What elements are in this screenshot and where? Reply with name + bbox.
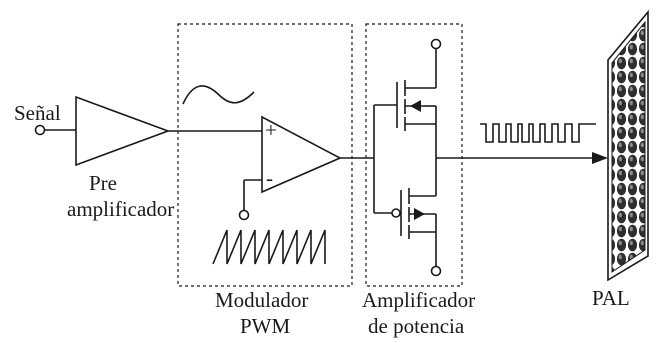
input-terminal: [34, 124, 46, 136]
sine-wave-icon: [182, 85, 255, 105]
lower-supply-terminal: [430, 265, 442, 277]
power-amp-label-line1: Amplificador: [362, 288, 475, 312]
sawtooth-wave-icon: [212, 229, 326, 265]
pwm-pulse-train-icon: [480, 123, 596, 143]
comparator-triangle: [261, 115, 342, 194]
preamplifier-triangle: [75, 95, 171, 167]
lower-mosfet: [391, 158, 437, 266]
comparator-plus-sign: +: [265, 118, 277, 142]
comparator-minus-sign: -: [266, 166, 273, 190]
carrier-input-terminal: [238, 209, 250, 221]
modulator-box: [177, 23, 353, 287]
upper-supply-terminal: [430, 38, 442, 50]
speaker-panel-icon: [607, 9, 649, 282]
speaker-label: PAL: [592, 286, 630, 310]
output-arrow-icon: [592, 152, 608, 164]
preamp-label-line2: amplificador: [67, 197, 174, 221]
preamp-label-line1: Pre: [89, 171, 117, 195]
modulator-label-line1: Modulador: [215, 288, 308, 312]
power-amplifier-box: [365, 23, 463, 287]
modulator-label-line2: PWM: [240, 314, 291, 338]
power-amp-label-line2: de potencia: [368, 314, 465, 338]
upper-mosfet: [396, 49, 437, 158]
input-label: Señal: [14, 101, 61, 125]
